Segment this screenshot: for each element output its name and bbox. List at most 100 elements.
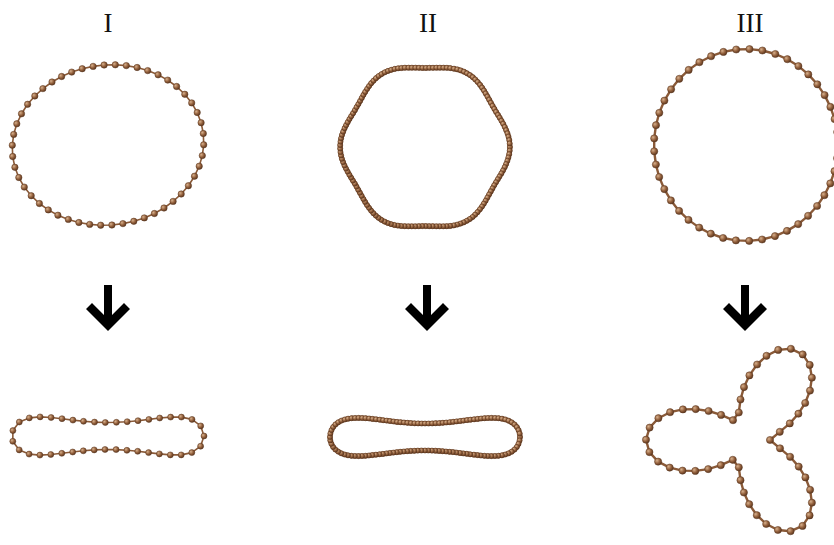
bead — [49, 79, 55, 85]
bead — [692, 406, 699, 413]
bead — [821, 192, 828, 199]
bead — [98, 222, 104, 228]
bead — [676, 207, 683, 214]
bead — [775, 346, 782, 353]
ring-backbone — [12, 65, 203, 225]
bead — [783, 227, 790, 234]
bead — [646, 449, 653, 456]
bead — [720, 234, 727, 241]
bead — [48, 415, 54, 421]
bead — [199, 152, 205, 158]
bead — [155, 72, 161, 78]
bead — [26, 415, 32, 421]
bead — [146, 450, 152, 456]
stiff-ring — [338, 65, 513, 229]
bead — [16, 419, 22, 425]
bead — [642, 436, 649, 443]
bead — [705, 466, 712, 473]
bead — [80, 448, 86, 454]
bead — [651, 148, 658, 155]
bead — [189, 450, 195, 456]
bead — [173, 83, 179, 89]
bead — [11, 131, 17, 137]
bead — [10, 428, 16, 434]
bead — [759, 236, 766, 243]
bead — [655, 458, 662, 465]
bead — [746, 501, 753, 508]
bead — [679, 406, 686, 413]
bead — [178, 414, 184, 420]
stiff-ring-deformed — [327, 415, 522, 458]
ring-backbone — [330, 418, 520, 456]
bead — [696, 59, 703, 66]
bead — [167, 452, 173, 458]
bead — [65, 216, 71, 222]
bead — [827, 103, 834, 110]
bead — [145, 67, 151, 73]
bead — [36, 200, 42, 206]
bead — [91, 447, 97, 453]
bead — [161, 205, 167, 211]
bead — [157, 415, 163, 421]
bead — [201, 433, 207, 439]
bead — [754, 361, 761, 368]
bead — [170, 198, 176, 204]
bead — [120, 220, 126, 226]
bead — [827, 180, 834, 187]
bead — [652, 122, 659, 129]
bead — [16, 174, 22, 180]
bead — [70, 417, 76, 423]
bead — [112, 62, 118, 68]
bead — [40, 85, 46, 91]
bead — [123, 62, 129, 68]
elastic-ring — [9, 62, 207, 229]
ring-backbone — [13, 417, 204, 455]
bead — [661, 186, 668, 193]
bead — [685, 216, 692, 223]
bead — [178, 191, 184, 197]
bonded-ring — [651, 46, 834, 245]
bead — [718, 411, 725, 418]
bead — [732, 237, 739, 244]
bead — [194, 109, 200, 115]
bead — [151, 210, 157, 216]
bead — [28, 193, 34, 199]
bead — [666, 464, 673, 471]
bead — [667, 197, 674, 204]
bead — [90, 63, 96, 69]
bead — [656, 173, 663, 180]
bead — [667, 409, 674, 416]
bead — [737, 477, 744, 484]
bead — [198, 120, 204, 126]
bead — [21, 184, 27, 190]
bead — [806, 512, 813, 519]
bead — [191, 173, 197, 179]
bead — [185, 183, 191, 189]
bead — [696, 224, 703, 231]
bead — [146, 416, 152, 422]
down-arrow — [405, 285, 449, 331]
bead — [651, 135, 658, 142]
bead — [92, 419, 98, 425]
bead — [200, 130, 206, 136]
bead — [763, 352, 770, 359]
bead — [733, 46, 740, 53]
bead — [799, 522, 806, 529]
bead — [685, 66, 692, 73]
bead — [661, 97, 668, 104]
bead — [12, 164, 18, 170]
bead — [189, 100, 195, 106]
bead — [109, 222, 115, 228]
bead — [766, 436, 773, 443]
bead — [37, 414, 43, 420]
bead — [48, 452, 54, 458]
down-arrow — [723, 285, 767, 331]
bead — [79, 66, 85, 72]
column-label: II — [419, 10, 437, 37]
bead — [16, 447, 22, 453]
bead — [729, 417, 736, 424]
bead — [24, 101, 30, 107]
bead — [141, 215, 147, 221]
bead — [58, 73, 64, 79]
